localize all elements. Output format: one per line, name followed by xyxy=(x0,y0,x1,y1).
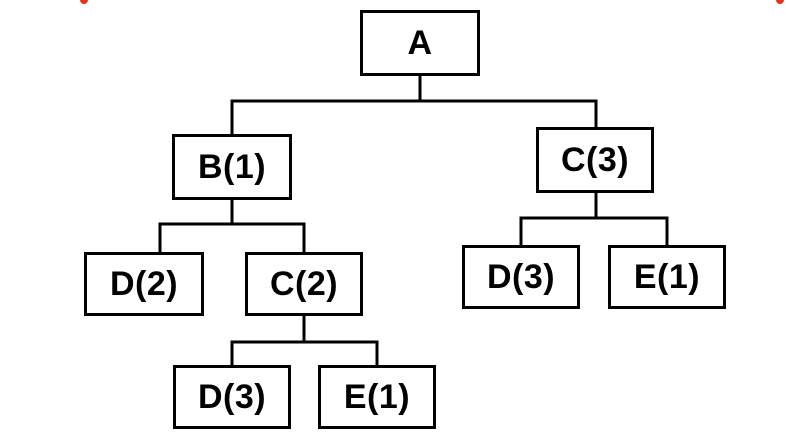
connector-b1 xyxy=(158,198,306,254)
connector-c3 xyxy=(519,191,669,247)
node-c2: C(2) xyxy=(245,252,363,316)
node-c3: C(3) xyxy=(536,127,654,193)
node-b1: B(1) xyxy=(172,134,292,200)
red-corner-mark-right xyxy=(776,0,784,4)
node-e1-left: E(1) xyxy=(318,365,436,429)
red-corner-mark-left xyxy=(80,0,88,4)
node-a: A xyxy=(360,10,480,76)
node-d2: D(2) xyxy=(84,252,204,316)
connector-c2 xyxy=(230,314,379,367)
node-e1-right: E(1) xyxy=(608,245,726,309)
node-d3-left: D(3) xyxy=(173,365,291,429)
connector-a xyxy=(230,74,598,136)
node-d3-right: D(3) xyxy=(462,245,580,309)
